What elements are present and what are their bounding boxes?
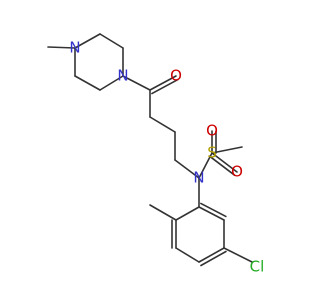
carbonyl-oxygen-label: O — [170, 67, 182, 85]
piperazine-nitrogen-methyl-label: N — [69, 39, 80, 57]
bond-lines — [47, 33, 253, 267]
ring-bond — [200, 202, 227, 218]
sulfonyl-oxygen-lower-label: O — [231, 163, 243, 181]
ring-bond — [175, 247, 200, 263]
ring-bond — [200, 250, 227, 267]
sulfonamide-nitrogen-label: N — [193, 169, 204, 187]
carbonyl-double-bond — [149, 75, 177, 91]
chain-bond — [149, 116, 176, 133]
sulfonyl-oxygen-upper-label: O — [206, 122, 218, 140]
piperazine-nitrogen-amide-label: N — [117, 67, 128, 85]
structural-formula: N N O N S O O Cl — [47, 33, 265, 276]
ring-bond — [198, 206, 225, 221]
n-methyl-bond — [47, 46, 76, 49]
aryl-methyl-bond — [149, 204, 177, 221]
piperazine-bond — [99, 33, 124, 49]
carbonyl-double-bond — [151, 78, 179, 95]
sulfonyl-sulfur-label: S — [207, 144, 217, 162]
chlorine-label: Cl — [250, 258, 265, 276]
piperazine-bond — [74, 75, 101, 91]
s-o-double-bond — [208, 155, 236, 176]
s-methyl-bond — [211, 146, 243, 154]
ring-bond — [198, 247, 225, 263]
s-o-double-bond — [211, 152, 238, 173]
amide-bond — [122, 75, 151, 91]
chain-bond — [174, 159, 200, 179]
c-cl-bond — [223, 247, 253, 263]
ring-bond — [175, 206, 200, 221]
piperazine-bond — [74, 33, 101, 49]
piperazine-bond — [99, 75, 124, 91]
